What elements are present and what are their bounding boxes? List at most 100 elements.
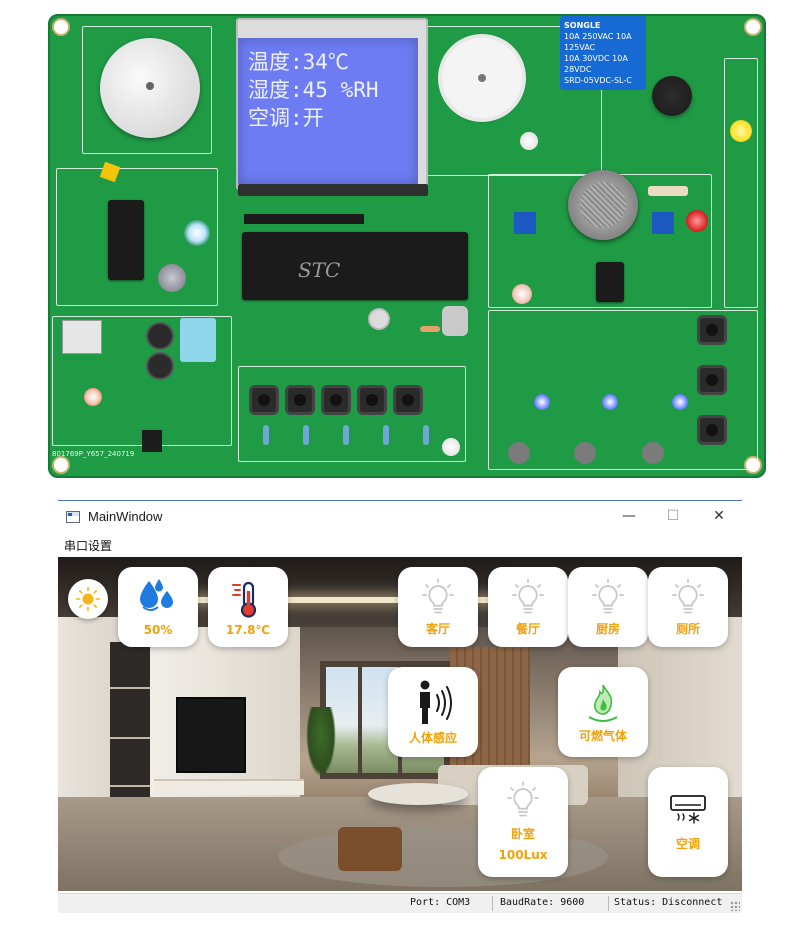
dining-room-light-tile[interactable]: 餐厅 — [488, 567, 568, 647]
buzzer-hole — [146, 82, 154, 90]
status-connection: Status: Disconnect — [614, 897, 723, 908]
touch-pad — [508, 442, 530, 464]
aircon-tile[interactable]: 空调 — [648, 767, 728, 877]
app-icon — [66, 511, 80, 523]
window-title: MainWindow — [88, 509, 163, 524]
gas-sensor — [568, 170, 638, 240]
status-port: Port: COM3 — [410, 897, 471, 908]
droplet-icon — [140, 578, 173, 611]
board-button — [700, 418, 724, 442]
bedroom-label: 卧室 — [510, 827, 535, 841]
mount-hole — [746, 458, 760, 472]
white-led — [520, 132, 538, 150]
plant — [306, 707, 336, 777]
ic-chip — [108, 200, 144, 280]
capacitor — [148, 354, 172, 378]
bedroom-lux-value: 100Lux — [498, 848, 548, 862]
relay-model: SRD-05VDC-SL-C — [564, 76, 632, 85]
board-button — [700, 318, 724, 342]
bulb-icon — [672, 578, 704, 613]
dining-room-label: 餐厅 — [515, 621, 540, 636]
resize-grip[interactable] — [730, 901, 740, 911]
sun-icon — [75, 586, 101, 612]
touch-pad — [574, 442, 596, 464]
relay-spec: 10A 250VAC 10A 125VAC — [564, 32, 632, 52]
blue-led — [672, 394, 688, 410]
relay-brand: SONGLE — [564, 21, 601, 30]
bulb-icon — [422, 578, 454, 613]
crystal — [442, 306, 468, 336]
mcu-chip: STC — [242, 232, 468, 300]
button-module — [238, 366, 466, 462]
mount-hole — [54, 20, 68, 34]
power-resistor — [648, 186, 688, 196]
living-room-label: 客厅 — [425, 621, 450, 636]
blue-led — [534, 394, 550, 410]
chip-brand: STC — [298, 258, 341, 282]
board-button — [396, 388, 420, 412]
person-icon — [420, 680, 452, 724]
power-switch — [62, 320, 102, 354]
dht11-sensor — [180, 318, 216, 362]
living-room-light-tile[interactable]: 客厅 — [398, 567, 478, 647]
close-button[interactable]: ✕ — [713, 508, 725, 524]
gas-label: 可燃气体 — [578, 728, 627, 743]
menu-serial-settings[interactable]: 串口设置 — [64, 539, 113, 553]
resistor — [263, 425, 269, 445]
lcd-humidity-line: 湿度:45 %RH — [248, 78, 379, 102]
maximize-button[interactable]: ☐ — [666, 508, 680, 524]
blue-led — [602, 394, 618, 410]
flame-icon — [588, 684, 618, 722]
aircon-label: 空调 — [675, 836, 700, 851]
temp-sensor — [142, 430, 162, 452]
bulb-icon — [507, 781, 539, 817]
bathroom-label: 厕所 — [675, 621, 700, 636]
shelf-board — [110, 785, 150, 787]
window-frame — [358, 661, 362, 779]
brightness-button[interactable] — [68, 579, 108, 619]
light-switch-module — [488, 310, 758, 470]
lcd-aircon-line: 空调:开 — [248, 106, 324, 130]
resistor — [383, 425, 389, 445]
white-led — [442, 438, 460, 456]
mount-hole — [746, 20, 760, 34]
red-led — [686, 210, 708, 232]
reset-button — [370, 310, 388, 328]
lcd-screen: 温度:34℃ 湿度:45 %RH 空调:开 — [238, 38, 418, 184]
status-baudrate: BaudRate: 9600 — [500, 897, 585, 908]
lcd-connector — [238, 184, 428, 196]
shelf-board — [110, 737, 150, 739]
light-sensor — [158, 264, 186, 292]
pcb-photo: 801769P_Y657_240719 温度:34℃ 湿度:45 %RH 空调:… — [48, 14, 766, 478]
bulb-icon — [592, 578, 624, 613]
kitchen-label: 厨房 — [595, 621, 620, 636]
ic-chip — [596, 262, 624, 302]
orange-led — [512, 284, 532, 304]
relay-spec: 10A 30VDC 10A 28VDC — [564, 54, 628, 74]
capacitor — [148, 324, 172, 348]
menu-bar: 串口设置 — [58, 534, 742, 556]
lcd-temperature-line: 温度:34℃ — [248, 50, 349, 74]
resistor — [343, 425, 349, 445]
humidity-tile: 50% — [118, 567, 198, 647]
kitchen-light-tile[interactable]: 厨房 — [568, 567, 648, 647]
potentiometer — [652, 212, 674, 234]
temperature-value: 17.8℃ — [225, 622, 271, 637]
aircon-icon — [670, 794, 706, 824]
bedroom-light-tile[interactable]: 卧室 100Lux — [478, 767, 568, 877]
board-button — [252, 388, 276, 412]
touch-pad — [642, 442, 664, 464]
coffee-table — [368, 783, 468, 805]
white-led — [184, 220, 210, 246]
stool — [338, 827, 402, 871]
relay: SONGLE 10A 250VAC 10A 125VAC 10A 30VDC 1… — [560, 16, 646, 90]
power-led — [84, 388, 102, 406]
status-divider — [492, 896, 493, 911]
tv-cabinet — [154, 779, 304, 795]
yellow-led — [730, 120, 752, 142]
board-button — [288, 388, 312, 412]
buzzer-module — [82, 26, 212, 154]
board-button — [700, 368, 724, 392]
minimize-button[interactable]: — — [622, 508, 636, 524]
bathroom-light-tile[interactable]: 厕所 — [648, 567, 728, 647]
